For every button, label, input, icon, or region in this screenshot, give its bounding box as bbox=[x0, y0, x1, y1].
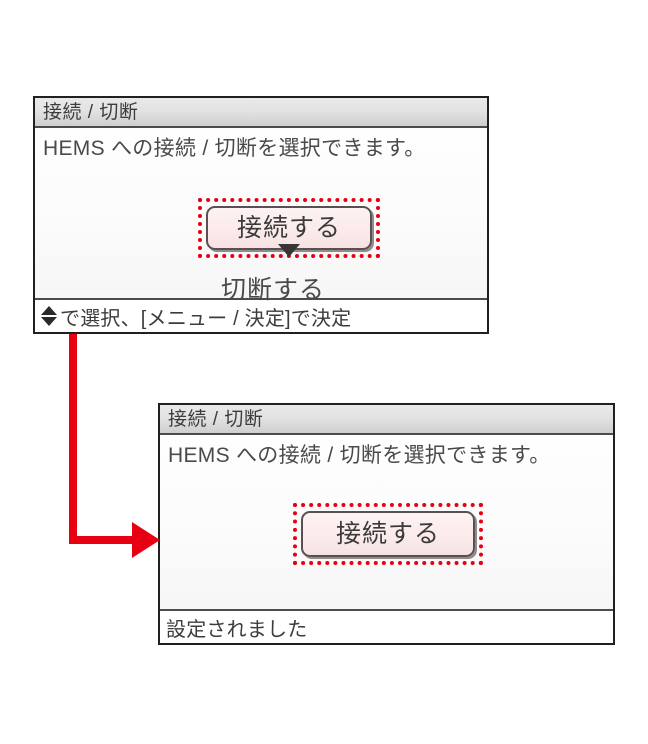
panel-one-footer-label: で選択、[メニュー / 決定]で決定 bbox=[60, 307, 352, 330]
panel-one-description: HEMS への接続 / 切断を選択できます。 bbox=[43, 137, 426, 160]
panel-two-header: 接続 / 切断 bbox=[160, 405, 613, 435]
panel-one-body: 接続する 切断する bbox=[35, 164, 487, 304]
confirmed-option-highlight: 接続する bbox=[293, 503, 483, 565]
panel-one-header: 接続 / 切断 bbox=[35, 98, 487, 128]
panel-one-title: 接続 / 切断 bbox=[43, 101, 139, 123]
option-button-connect-label: 接続する bbox=[236, 213, 341, 242]
selected-option-highlight: 接続する bbox=[198, 198, 380, 258]
up-down-arrow-icon bbox=[41, 305, 58, 327]
scroll-down-caret-icon bbox=[278, 244, 300, 257]
panel-two-body: 接続する bbox=[160, 471, 613, 609]
option-button-connect-confirmed-label: 接続する bbox=[335, 519, 440, 548]
panel-one-footer: で選択、[メニュー / 決定]で決定 bbox=[35, 298, 487, 332]
panel-one-footer-text: で選択、[メニュー / 決定]で決定 bbox=[41, 302, 351, 331]
panel-two-footer: 設定されました bbox=[160, 609, 613, 643]
option-button-connect[interactable]: 接続する bbox=[206, 206, 372, 257]
panel-connection-confirmed: 接続 / 切断 HEMS への接続 / 切断を選択できます。 接続する 設定され… bbox=[158, 403, 615, 645]
panel-two-title: 接続 / 切断 bbox=[168, 408, 264, 430]
panel-connection-select: 接続 / 切断 HEMS への接続 / 切断を選択できます。 接続する 切断する… bbox=[33, 96, 489, 334]
panel-two-description: HEMS への接続 / 切断を選択できます。 bbox=[168, 444, 551, 467]
panel-two-footer-text: 設定されました bbox=[166, 618, 308, 641]
option-disconnect[interactable]: 切断する bbox=[221, 276, 326, 304]
option-button-connect-confirmed[interactable]: 接続する bbox=[301, 511, 475, 557]
